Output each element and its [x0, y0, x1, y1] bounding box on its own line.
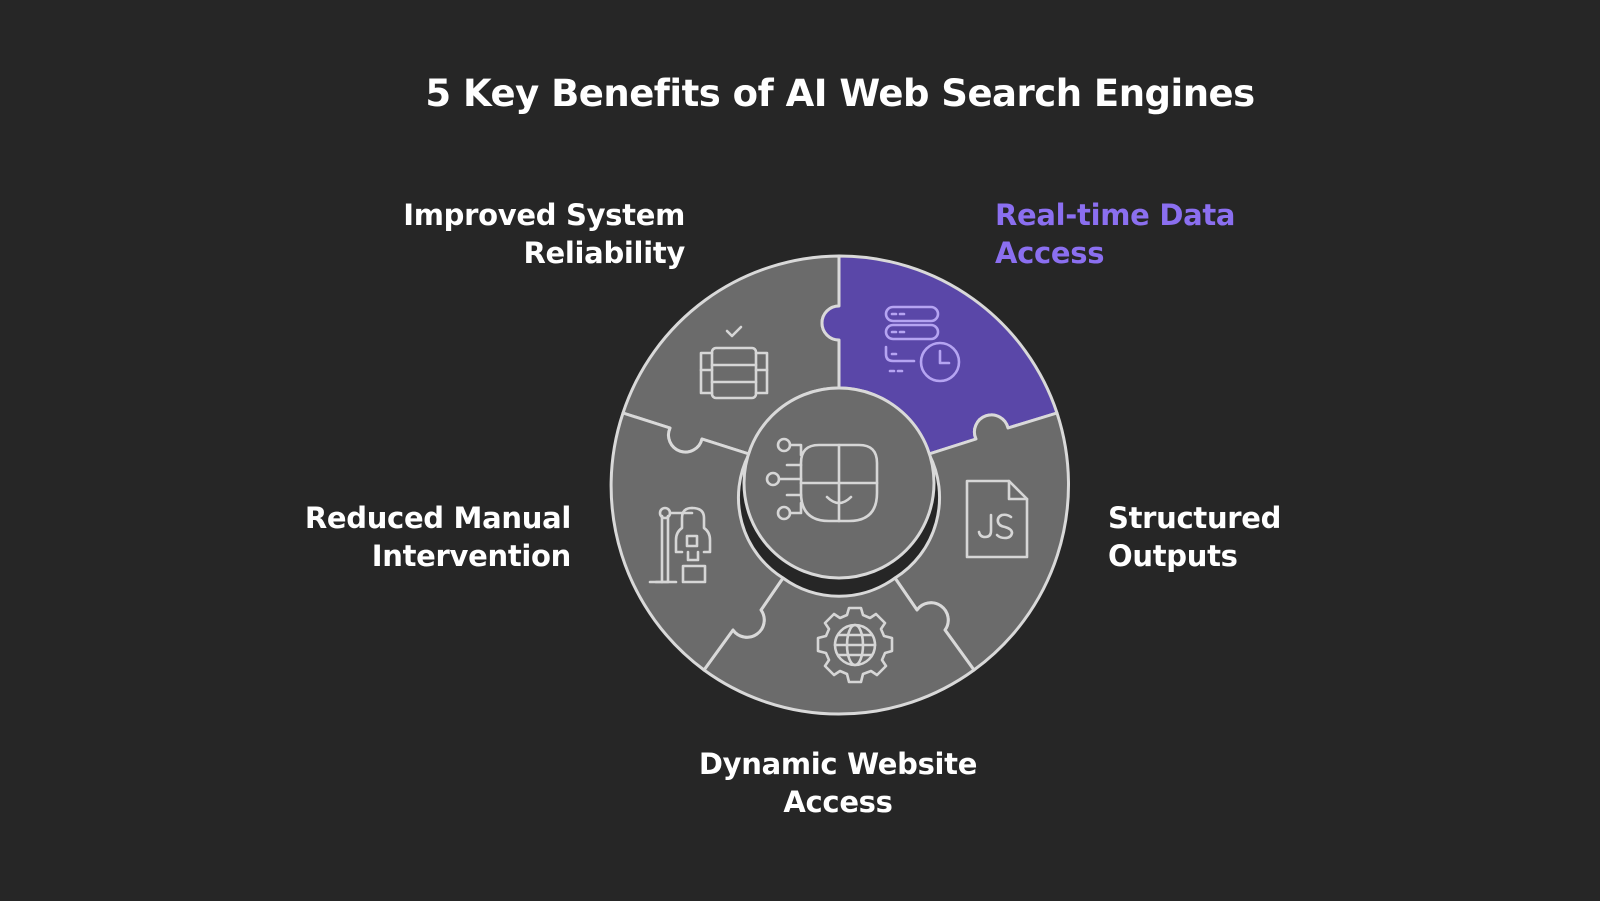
label-line: Reduced Manual	[304, 501, 571, 535]
label-structured-outputs: Structured Outputs	[1108, 499, 1368, 575]
server-clock-icon	[884, 305, 961, 383]
label-line: Structured	[1108, 501, 1282, 535]
label-line: Intervention	[371, 539, 572, 573]
label-line: Access	[995, 236, 1105, 270]
label-dynamic-website-access: Dynamic Website Access	[660, 745, 1016, 821]
label-line: Improved System	[403, 198, 685, 232]
label-realtime-data-access: Real-time Data Access	[995, 196, 1325, 272]
label-improved-system-reliability: Improved System Reliability	[380, 196, 685, 272]
label-line: Dynamic Website	[698, 747, 978, 781]
label-line: Reliability	[523, 236, 686, 270]
page-title: 5 Key Benefits of AI Web Search Engines	[425, 72, 1255, 115]
label-line: Real-time Data	[995, 198, 1236, 232]
label-line: Outputs	[1108, 539, 1238, 573]
js-file-icon	[965, 479, 1029, 559]
label-line: Access	[783, 785, 893, 819]
robot-arm-icon	[648, 506, 712, 584]
database-check-icon	[699, 325, 769, 400]
ai-face-circuit-icon	[765, 437, 879, 523]
globe-gear-icon	[816, 606, 894, 684]
label-reduced-manual-intervention: Reduced Manual Intervention	[280, 499, 571, 575]
